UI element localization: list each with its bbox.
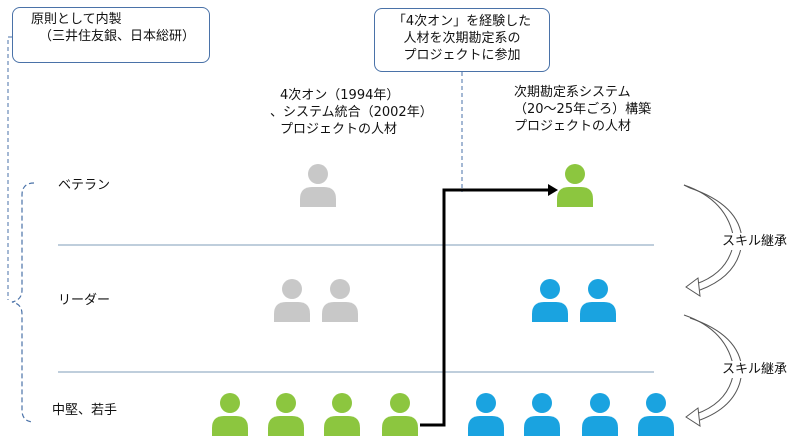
header-future-project: 次期勘定系システム （20～25年ごろ）構築 プロジェクトの人材	[514, 84, 651, 135]
person-icon-past	[298, 163, 338, 207]
person-icon-past	[380, 392, 420, 436]
person-icon-future	[522, 392, 562, 436]
promotion-arrowhead	[548, 184, 558, 196]
callout-line: （三井住友銀、日本総研）	[39, 29, 196, 44]
header-line: 次期勘定系システム	[514, 85, 631, 100]
callout-line: 人材を次期勘定系の	[403, 31, 521, 46]
person-icon-future	[555, 163, 595, 207]
person-icon-past	[322, 392, 362, 436]
callout-experience-transfer: 「4次オン」を経験した 人材を次期勘定系の プロジェクトに参加	[374, 8, 550, 72]
person-icon-future	[578, 278, 618, 322]
person-icon-past	[272, 278, 312, 322]
person-icon-future	[636, 392, 676, 436]
callout-line: 原則として内製	[31, 12, 122, 27]
person-icon-past	[266, 392, 306, 436]
row-label-mid-junior: 中堅、若手	[52, 403, 118, 418]
header-line: 4次オン（1994年）	[280, 88, 400, 103]
person-icon-future	[466, 392, 506, 436]
callout-in-house: 原則として内製 （三井住友銀、日本総研）	[12, 7, 210, 63]
header-line: 、システム統合（2002年）	[270, 105, 433, 120]
header-line: （20～25年ごろ）構築	[514, 102, 652, 117]
person-icon-past	[210, 392, 250, 436]
row-label-leader: リーダー	[58, 293, 111, 308]
person-icon-past	[320, 278, 360, 322]
row-brace	[11, 182, 35, 423]
promotion-arrow	[420, 188, 548, 427]
skill-transfer-label: スキル継承	[722, 361, 788, 378]
row-label-veteran: ベテラン	[58, 178, 111, 193]
callout-line: 「4次オン」を経験した	[392, 14, 532, 29]
header-line: プロジェクトの人材	[514, 119, 632, 134]
skill-transfer-label: スキル継承	[722, 233, 788, 250]
person-icon-future	[580, 392, 620, 436]
callout-line: プロジェクトに参加	[403, 48, 521, 63]
person-icon-future	[530, 278, 570, 322]
header-line: プロジェクトの人材	[280, 122, 398, 137]
header-past-projects: 4次オン（1994年） 、システム統合（2002年） プロジェクトの人材	[270, 87, 433, 138]
left-callout-connector	[7, 36, 12, 300]
